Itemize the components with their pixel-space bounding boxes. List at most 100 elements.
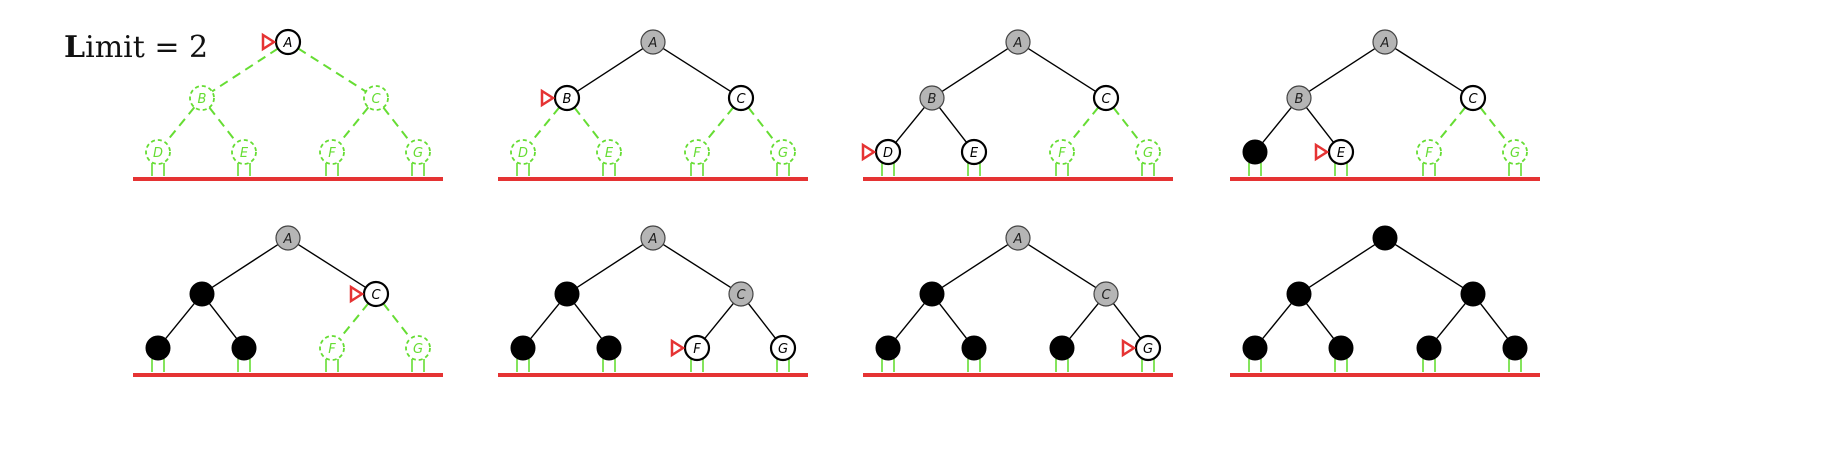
node-circle: [319, 335, 345, 361]
node-circle: [1459, 84, 1487, 112]
node-A: A: [275, 225, 301, 251]
edge-B-D: [1262, 302, 1292, 340]
node-circle: [1502, 335, 1528, 361]
node-label: F: [328, 146, 336, 161]
node-circle: [1416, 139, 1442, 165]
edge-B-D: [895, 106, 925, 144]
node-circle: [189, 85, 215, 111]
current-node-pointer-icon: [1314, 142, 1330, 162]
edge-A-B: [576, 243, 644, 289]
node-circle: [405, 139, 431, 165]
node-label: A: [1013, 36, 1023, 51]
edge-C-F: [704, 302, 734, 340]
node-label: F: [1058, 146, 1066, 161]
node-label: C: [371, 92, 381, 107]
node-circle: [640, 29, 666, 55]
node-circle: [596, 139, 622, 165]
node-E: [596, 335, 622, 361]
node-E: E: [596, 139, 622, 165]
node-circle: [231, 335, 257, 361]
node-B: B: [189, 85, 215, 111]
edge-C-F: [1436, 302, 1466, 340]
edge-A-B: [211, 243, 279, 289]
node-label: C: [1468, 92, 1478, 107]
edge-C-G: [1479, 303, 1509, 339]
node-circle: [1286, 281, 1312, 307]
edge-B-D: [529, 106, 561, 144]
node-label: F: [328, 342, 336, 357]
node-label: E: [240, 146, 249, 161]
node-B: B: [1286, 85, 1312, 111]
edge-A-B: [1308, 47, 1376, 93]
node-circle: [770, 139, 796, 165]
edge-C-F: [1068, 106, 1100, 144]
node-F: F: [1416, 139, 1442, 165]
node-circle: [1372, 29, 1398, 55]
node-C: C: [1092, 84, 1120, 112]
node-circle: [1242, 139, 1268, 165]
edge-B-E: [938, 107, 968, 143]
node-circle: [875, 335, 901, 361]
node-G: G: [405, 139, 431, 165]
node-circle: [1242, 335, 1268, 361]
node-circle: [231, 139, 257, 165]
node-D: D: [145, 139, 171, 165]
node-B: [189, 281, 215, 307]
node-label: D: [883, 146, 893, 161]
node-label: G: [413, 146, 423, 161]
limit-label-prefix: L: [64, 30, 86, 65]
edge-B-D: [530, 302, 560, 340]
node-C: C: [1459, 84, 1487, 112]
node-label: D: [518, 146, 528, 161]
edge-A-B: [211, 47, 279, 93]
node-label: C: [736, 288, 746, 303]
node-C: C: [363, 85, 389, 111]
node-circle: [554, 281, 580, 307]
node-E: E: [231, 139, 257, 165]
edge-B-E: [573, 303, 603, 339]
edge-B-D: [165, 302, 195, 340]
node-D: D: [874, 138, 902, 166]
node-D: [875, 335, 901, 361]
edge-B-E: [573, 106, 603, 144]
node-G: G: [770, 139, 796, 165]
node-label: G: [778, 146, 788, 161]
node-D: D: [510, 139, 536, 165]
edge-C-G: [747, 106, 777, 144]
node-circle: [145, 335, 171, 361]
node-E: [231, 335, 257, 361]
current-node-pointer-icon: [1121, 338, 1137, 358]
node-label: A: [648, 232, 658, 247]
limit-label-rest: imit = 2: [85, 30, 209, 65]
current-node-pointer-icon: [261, 32, 277, 52]
edge-A-C: [662, 47, 732, 93]
node-C: C: [728, 281, 754, 307]
node-circle: [1049, 139, 1075, 165]
node-label: G: [1143, 342, 1153, 357]
node-D: [510, 335, 536, 361]
edge-C-F: [338, 106, 370, 144]
limit-label: Limit = 2: [64, 30, 208, 65]
node-label: C: [1101, 288, 1111, 303]
node-circle: [1092, 84, 1120, 112]
node-label: A: [283, 232, 293, 247]
node-B: [1286, 281, 1312, 307]
node-A: A: [640, 29, 666, 55]
edge-C-G: [382, 302, 412, 340]
edge-B-D: [1262, 106, 1292, 144]
node-D: [145, 335, 171, 361]
node-circle: [405, 335, 431, 361]
node-label: E: [605, 146, 614, 161]
node-circle: [684, 139, 710, 165]
node-circle: [1328, 335, 1354, 361]
current-node-pointer-icon: [861, 142, 877, 162]
node-C: C: [1093, 281, 1119, 307]
node-circle: [1502, 139, 1528, 165]
edge-A-B: [576, 47, 644, 93]
